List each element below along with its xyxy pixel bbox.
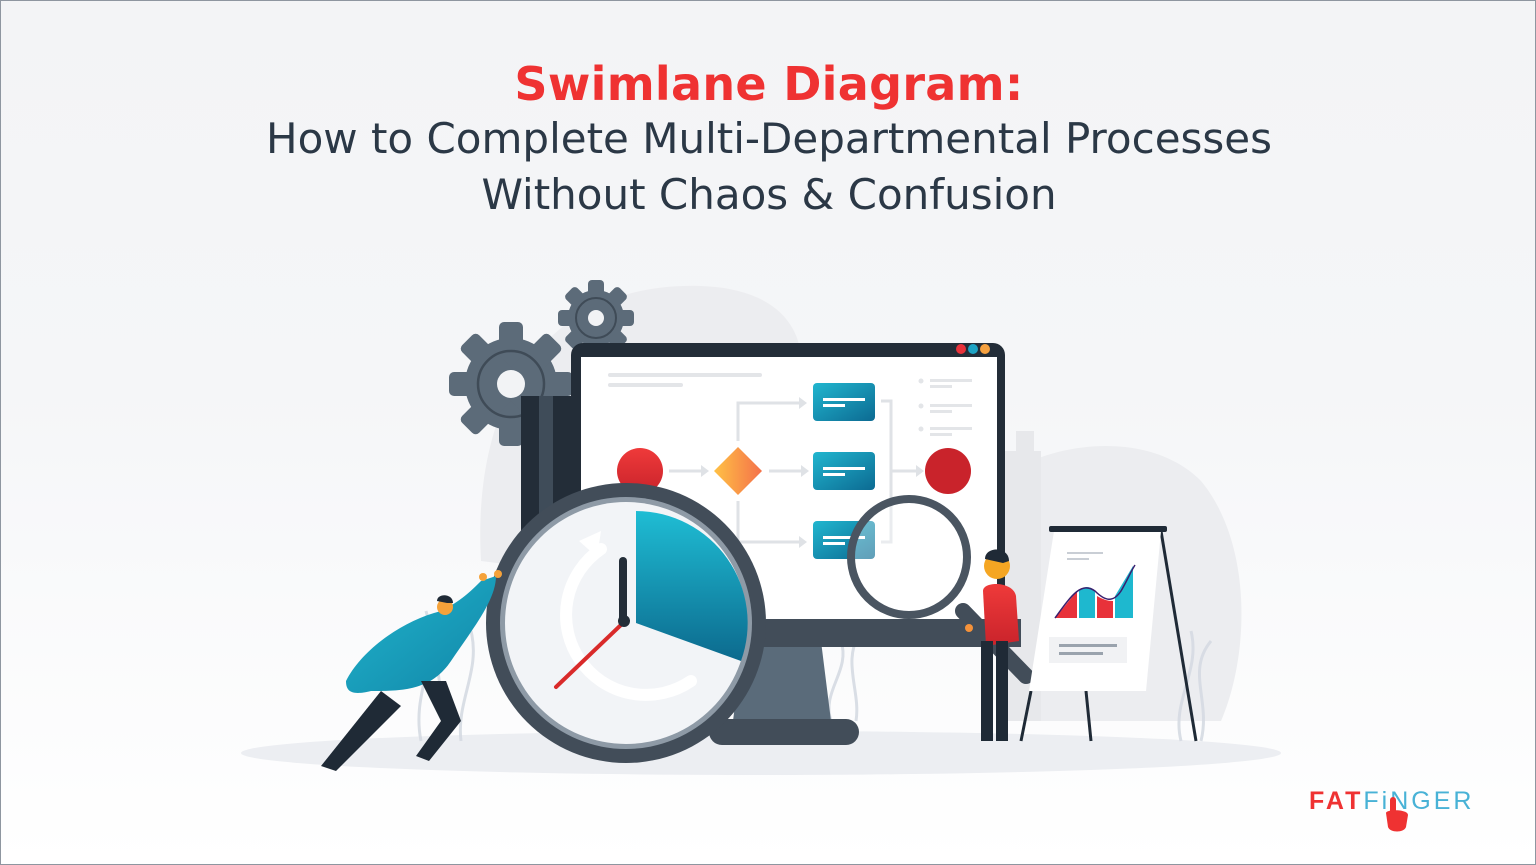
fatfinger-logo: FAT FiNGER	[1309, 781, 1474, 821]
person-pushing	[321, 570, 502, 771]
clock-icon	[486, 483, 766, 763]
magnifying-glass-icon	[847, 495, 1034, 684]
logo-fat: FAT	[1309, 786, 1364, 815]
pointing-hand-icon	[1386, 797, 1408, 832]
title: Swimlane Diagram:	[514, 57, 1024, 111]
easel-chart-icon	[1019, 526, 1198, 742]
process-box	[813, 452, 875, 490]
subtitle-line-1: How to Complete Multi-Departmental Proce…	[265, 114, 1273, 163]
window-dot-red	[956, 344, 966, 354]
person-inspecting	[965, 549, 1019, 741]
window-dot-orange	[980, 344, 990, 354]
logo-finger: FiNGER	[1363, 786, 1475, 815]
flowchart	[617, 378, 972, 559]
start-node	[617, 448, 663, 494]
subtitle-line-2: Without Chaos & Confusion	[481, 170, 1057, 219]
end-node	[925, 448, 971, 494]
headline: Swimlane Diagram: How to Complete Multi-…	[1, 57, 1535, 223]
decision-node	[714, 447, 762, 495]
window-dot-blue	[968, 344, 978, 354]
gear-icon	[558, 280, 634, 356]
process-box	[813, 383, 875, 421]
